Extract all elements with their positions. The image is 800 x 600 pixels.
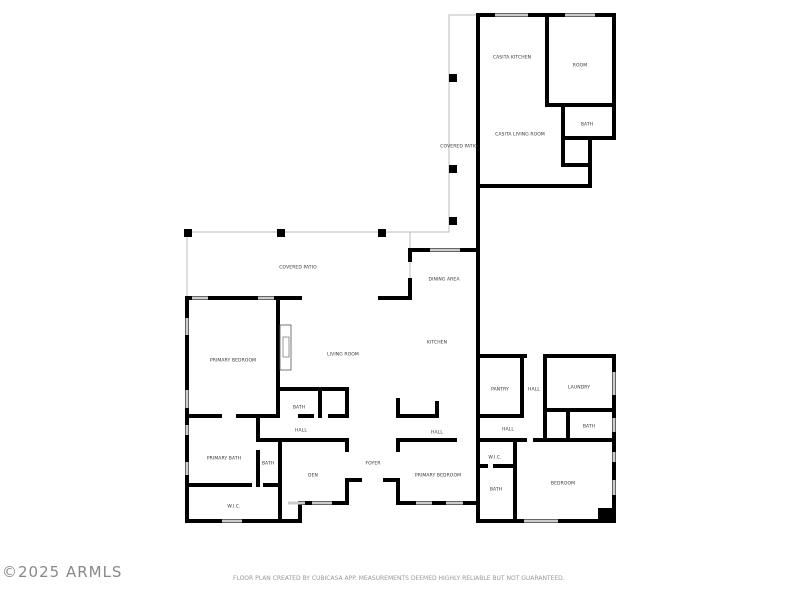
room-label-wic-right: W.I.C.: [488, 455, 502, 461]
room-label-bath-right: BATH: [489, 487, 503, 493]
main-house-walls: [185, 248, 616, 523]
fireplace: [279, 324, 292, 371]
room-label-hall-center: HALL: [431, 430, 443, 436]
main-windows: [185, 248, 616, 523]
patio-posts: [184, 74, 457, 237]
patio-outlines: [186, 14, 478, 298]
room-label-primary-bath: PRIMARY BATH: [206, 456, 242, 462]
room-label-hall-vertical: HALL: [528, 387, 540, 393]
bedroom-closet-block: [598, 508, 614, 521]
room-label-bath-left: BATH: [261, 461, 275, 467]
room-label-primary-bedroom-left: PRIMARY BEDROOM: [209, 358, 257, 364]
room-label-living-room: LIVING ROOM: [327, 352, 359, 358]
room-label-dining-area: DINING AREA: [428, 277, 460, 283]
room-label-hall-right: HALL: [502, 427, 514, 433]
room-label-casita-bath: BATH: [580, 122, 594, 128]
room-label-casita-living-room: CASITA LIVING ROOM: [495, 132, 545, 138]
room-label-laundry: LAUNDRY: [567, 385, 591, 391]
room-label-room: ROOM: [572, 63, 588, 69]
footer-note: FLOOR PLAN CREATED BY CUBICASA APP. MEAS…: [233, 575, 565, 582]
casita-walls: [476, 13, 616, 442]
watermark: ©2025 ARMLS: [2, 563, 123, 581]
room-label-primary-bedroom-right: PRIMARY BEDROOM: [414, 473, 462, 479]
room-label-bedroom: BEDROOM: [550, 481, 576, 487]
room-label-covered-patio-upper: COVERED PATIO: [440, 144, 478, 150]
room-label-hall-left: HALL: [295, 428, 307, 434]
room-label-bath-laundry: BATH: [582, 424, 596, 430]
room-label-den: DEN: [308, 473, 318, 479]
room-label-pantry: PANTRY: [491, 387, 509, 393]
room-label-covered-patio-lower: COVERED PATIO: [279, 265, 317, 271]
room-label-foyer: FOYER: [365, 461, 381, 467]
room-label-bath-center: BATH: [292, 405, 306, 411]
room-label-casita-kitchen: CASITA KITCHEN: [492, 55, 532, 61]
room-label-wic-left: W.I.C.: [227, 504, 241, 510]
room-label-kitchen: KITCHEN: [426, 340, 448, 346]
